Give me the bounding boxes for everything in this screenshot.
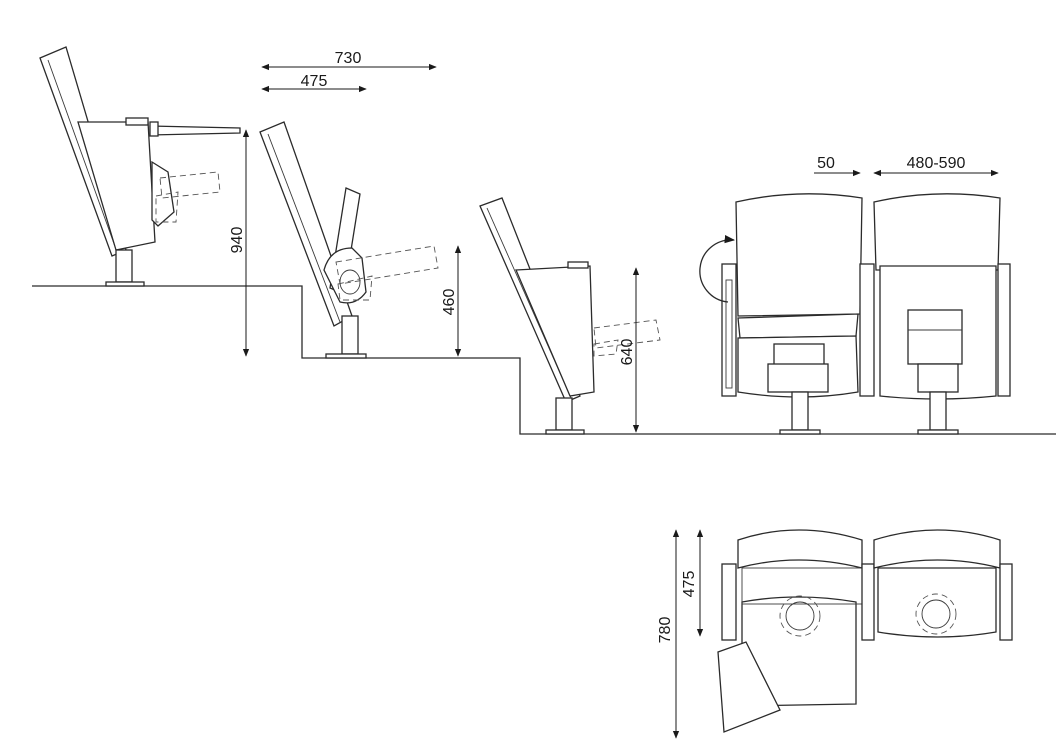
stepped-floor — [32, 285, 1056, 435]
side-view-tablet-chair — [39, 46, 241, 287]
dim-label-940: 940 — [229, 227, 246, 254]
dim-label-460: 460 — [441, 289, 458, 316]
dim-label-780: 780 — [657, 617, 674, 644]
front-view-chairs — [699, 193, 1011, 435]
dim-label-475-plan: 475 — [681, 571, 698, 598]
side-view-armrest-chair — [479, 197, 661, 435]
plan-view-chairs — [717, 529, 1013, 733]
side-view-folded-chair — [259, 121, 439, 359]
dim-label-475-side: 475 — [301, 73, 328, 90]
dim-label-50: 50 — [817, 155, 835, 172]
dim-label-640: 640 — [619, 339, 636, 366]
dim-label-730: 730 — [335, 50, 362, 67]
dim-label-480-590: 480-590 — [907, 155, 966, 172]
dimension-lines — [242, 63, 999, 739]
